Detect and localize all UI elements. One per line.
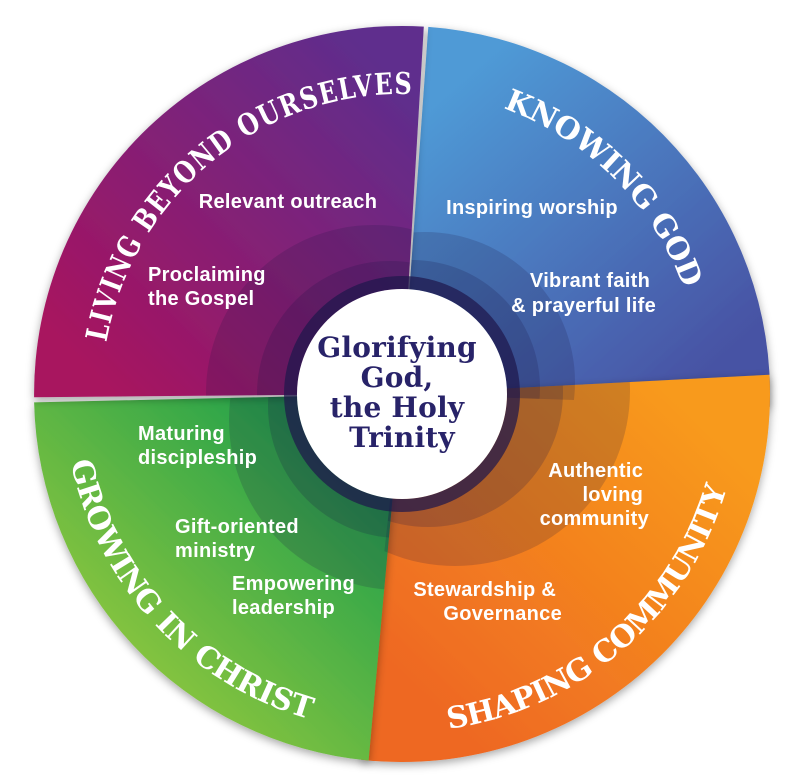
label-line: Authentic (548, 460, 643, 482)
label-line: community (540, 508, 650, 530)
label-empowering-leadership: Empowering leadership (232, 573, 361, 619)
quadrant-growing-in-christ-shape (34, 394, 402, 761)
label-stewardship-governance: Stewardship & Governance (413, 579, 562, 625)
label-line: Proclaiming (148, 264, 266, 286)
center-title-line: Glorifying (317, 331, 477, 364)
label-line: Gift-oriented (175, 516, 299, 538)
label-line: discipleship (138, 447, 257, 469)
label-inspiring-worship: Inspiring worship (446, 197, 618, 219)
label-maturing-discipleship: Maturing discipleship (138, 423, 257, 469)
center-title-line: Trinity (349, 421, 455, 454)
label-line: Inspiring worship (446, 197, 618, 219)
label-line: Maturing (138, 423, 225, 445)
label-line: & prayerful life (511, 295, 656, 317)
label-authentic-loving-community: Authentic loving community (540, 460, 650, 530)
label-line: Empowering (232, 573, 355, 595)
center-title-line: the Holy (330, 391, 465, 424)
label-line: loving (582, 484, 643, 506)
label-line: Stewardship & (413, 579, 556, 601)
quadrant-knowing-god-shape (402, 26, 771, 407)
center-ring (284, 276, 520, 512)
label-gift-oriented-ministry: Gift-oriented ministry (175, 516, 305, 562)
label-line: Relevant outreach (199, 191, 378, 213)
label-line: leadership (232, 597, 335, 619)
center-circle (297, 289, 507, 499)
label-line: ministry (175, 540, 256, 562)
label-line: Vibrant faith (530, 270, 650, 292)
label-proclaiming-the-gospel: Proclaiming the Gospel (148, 264, 272, 310)
label-line: the Gospel (148, 288, 254, 310)
center-title: Glorifying God, the Holy Trinity (317, 331, 486, 454)
label-relevant-outreach: Relevant outreach (199, 191, 378, 213)
label-line: Governance (443, 603, 562, 625)
label-vibrant-faith-prayerful-life: Vibrant faith & prayerful life (511, 270, 656, 317)
center-title-line: God, (361, 361, 434, 394)
